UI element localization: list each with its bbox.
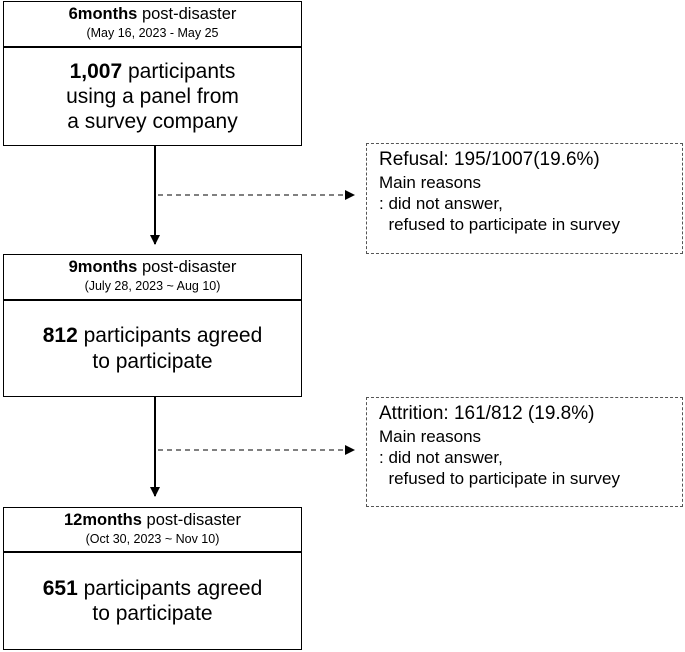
stage2-header: 9months post-disaster (July 28, 2023 ~ A… xyxy=(3,258,302,294)
stage2-header-box xyxy=(3,254,302,300)
stage1-dates: (May 16, 2023 - May 25 xyxy=(86,26,219,41)
refusal-reasons-label: Main reasons xyxy=(379,172,482,192)
stage3-body-box: 651 participants agreed to participate xyxy=(3,552,302,650)
stage3-suffix: post-disaster xyxy=(141,511,241,529)
stage2-period: 9months xyxy=(68,258,138,276)
attrition-reasons-label: Main reasons xyxy=(379,426,482,446)
stage1-header: 6months post-disaster (May 16, 2023 - Ma… xyxy=(3,5,302,41)
stage1-header-box xyxy=(3,1,302,47)
stage2-suffix: post-disaster xyxy=(137,258,237,276)
stage2-count: 812 xyxy=(42,324,78,348)
stage2-dates: (July 28, 2023 ~ Aug 10) xyxy=(84,279,221,294)
stage3-header-box xyxy=(3,507,302,552)
stage3-count: 651 xyxy=(42,576,78,600)
refusal-reason-1: : did not answer, xyxy=(379,194,503,213)
refusal-box: Refusal: 195/1007(19.6%) Main reasons : … xyxy=(366,143,683,254)
stage3-header: 12months post-disaster (Oct 30, 2023 ~ N… xyxy=(3,511,302,547)
refusal-title: Refusal: 195/1007(19.6%) xyxy=(379,149,600,170)
attrition-title: Attrition: 161/812 (19.8%) xyxy=(379,403,595,424)
attrition-reason-1: : did not answer, xyxy=(379,448,503,467)
stage3-body-rest: participants agreed xyxy=(77,576,263,600)
attrition-reason-2: refused to participate in survey xyxy=(379,469,620,489)
stage1-body-line1: using a panel from xyxy=(66,84,239,108)
refusal-reason-2: refused to participate in survey xyxy=(379,215,620,235)
stage3-period: 12months xyxy=(64,511,142,529)
stage1-body-line2: a survey company xyxy=(67,110,238,134)
stage1-period: 6months xyxy=(68,5,138,23)
stage2-body-line1: to participate xyxy=(92,349,213,373)
stage1-body-box: 1,007 participants using a panel from a … xyxy=(3,47,302,146)
stage1-suffix: post-disaster xyxy=(137,5,237,23)
stage2-body-box: 812 participants agreed to participate xyxy=(3,300,302,397)
stage3-dates: (Oct 30, 2023 ~ Nov 10) xyxy=(85,532,220,547)
stage2-body-rest: participants agreed xyxy=(77,324,263,348)
stage1-count: 1,007 xyxy=(69,59,123,83)
stage1-body-rest: participants xyxy=(122,59,236,83)
attrition-box: Attrition: 161/812 (19.8%) Main reasons … xyxy=(366,397,683,507)
stage3-body-line1: to participate xyxy=(92,602,213,625)
